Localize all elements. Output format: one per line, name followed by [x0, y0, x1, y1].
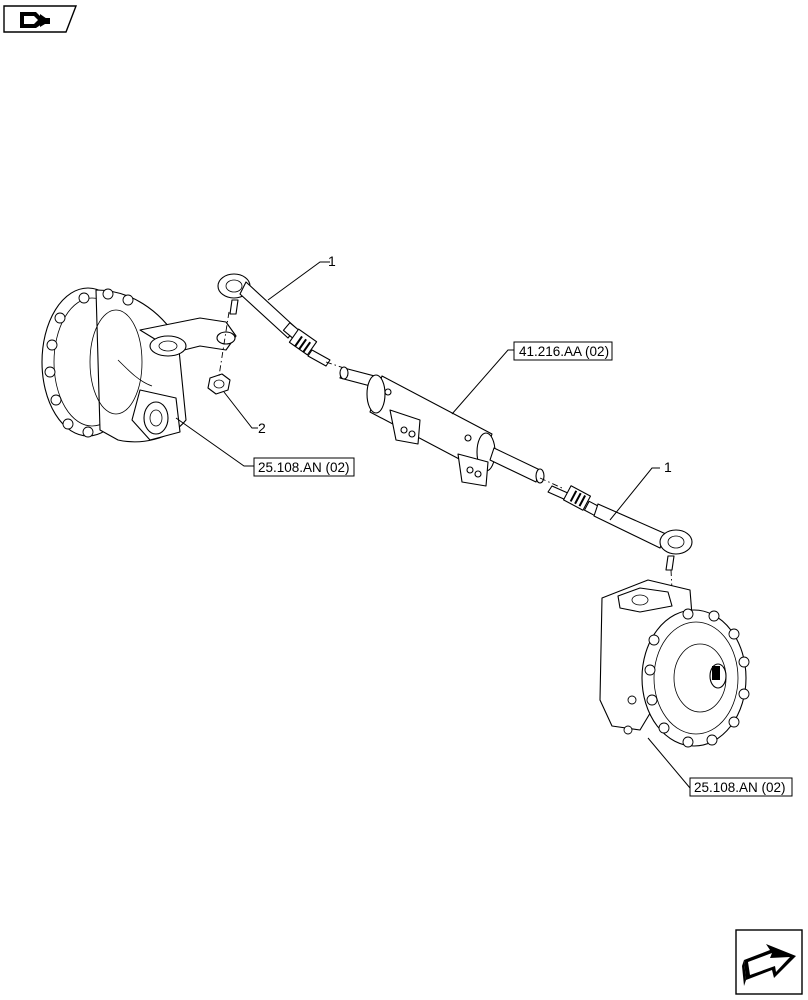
left-wheel-hub	[41, 287, 237, 443]
right-wheel-hub	[599, 579, 750, 748]
reference-label-hub-left: 25.108.AN (02)	[258, 460, 350, 475]
reference-box-hub-left[interactable]: 25.108.AN (02)	[253, 457, 355, 477]
next-page-arrow-icon[interactable]	[735, 929, 803, 995]
callout-nut: 2	[258, 420, 266, 436]
axis-line-right-rod	[539, 477, 563, 489]
view-orientation-icon[interactable]	[3, 5, 78, 33]
reference-label-hub-right: 25.108.AN (02)	[694, 780, 786, 795]
leader-lines	[175, 261, 691, 789]
tie-rod-left	[217, 273, 331, 367]
axis-line-left-rod	[325, 361, 351, 371]
reference-box-hub-right[interactable]: 25.108.AN (02)	[689, 777, 793, 797]
callout-tie-rod-right: 1	[664, 459, 672, 475]
callout-tie-rod-left: 1	[328, 253, 336, 269]
axis-line-nut	[218, 311, 230, 377]
tie-rod-right	[547, 485, 693, 571]
steering-cylinder	[339, 366, 545, 487]
reference-box-cylinder[interactable]: 41.216.AA (02)	[513, 341, 613, 361]
nut	[207, 373, 231, 395]
reference-label-cylinder: 41.216.AA (02)	[519, 344, 609, 359]
